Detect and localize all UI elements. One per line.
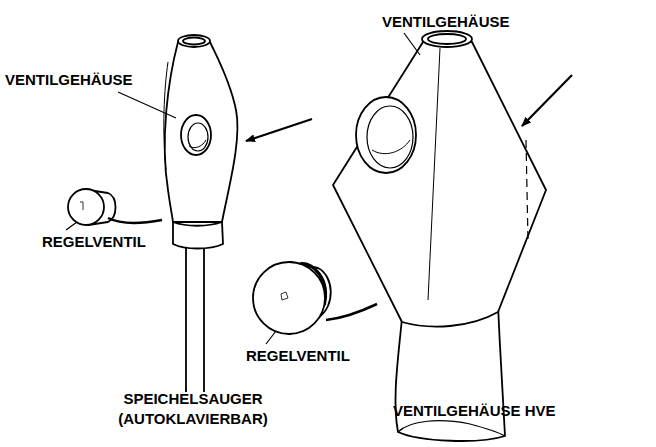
valve-body-hve: [333, 42, 546, 327]
arrow: [522, 75, 572, 126]
part-label: VENTILGEHÄUSE: [382, 12, 510, 32]
valve-hole: [181, 115, 211, 155]
valve-hole: [356, 97, 416, 173]
valve-cap: [68, 189, 104, 225]
part-label: REGELVENTIL: [42, 232, 146, 252]
leader-line: [118, 92, 176, 118]
tube-opening: [178, 35, 210, 47]
collar: [173, 222, 223, 249]
hose: [186, 240, 204, 392]
valve-cap: [253, 262, 325, 334]
arrow: [246, 119, 312, 141]
part-label: VENTILGEHÄUSE: [5, 70, 133, 90]
leader-line: [266, 331, 276, 344]
part-label: REGELVENTIL: [246, 346, 350, 366]
part-label: SPEICHELSAUGER (AUTOKLAVIERBAR): [113, 389, 273, 429]
leader-line: [404, 33, 420, 55]
leader-line: [66, 222, 77, 230]
part-label: VENTILGEHÄUSE HVE: [393, 401, 556, 421]
tube-opening: [422, 31, 472, 47]
valve-body: [165, 42, 238, 222]
